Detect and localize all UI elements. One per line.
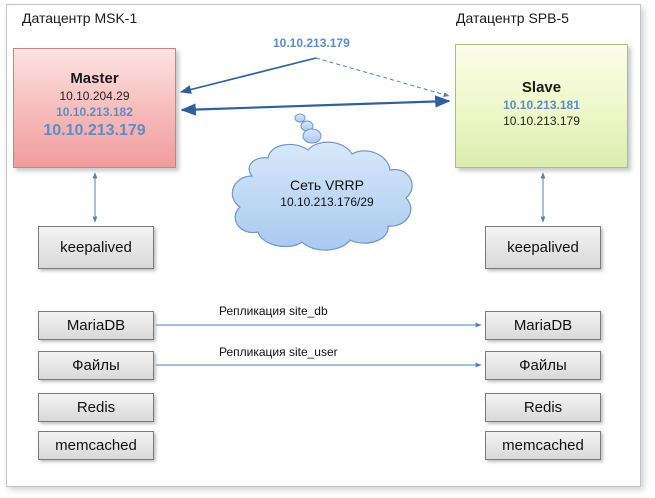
master-title: Master [70, 70, 119, 87]
vip-arrow-to-slave [315, 57, 450, 97]
vip-label: 10.10.213.179 [273, 36, 350, 50]
master-ip-virtual: 10.10.213.179 [43, 122, 146, 139]
vrrp-cloud-label: Сеть VRRP 10.10.213.176/29 [262, 176, 392, 210]
master-slave-link [180, 95, 451, 116]
left-mariadb-box: MariaDB [38, 311, 154, 340]
datacenter-right-label: Датацентр SPB-5 [456, 10, 569, 26]
cloud-title: Сеть VRRP [290, 177, 364, 193]
cloud-bubble-large [302, 128, 322, 144]
slave-node: Slave 10.10.213.181 10.10.213.179 [455, 44, 628, 168]
right-redis-box: Redis [485, 393, 601, 422]
datacenter-left-label: Датацентр MSK-1 [22, 10, 138, 26]
left-files-box: Файлы [38, 351, 154, 380]
replication-db-label: Репликация site_db [219, 304, 328, 318]
master-node: Master 10.10.204.29 10.10.213.182 10.10.… [13, 48, 176, 168]
cloud-subnet: 10.10.213.176/29 [280, 195, 374, 209]
vrrp-cloud-icon [231, 141, 413, 251]
cloud-bubble-small [294, 113, 306, 123]
replication-user-label: Репликация site_user [219, 345, 338, 359]
left-memcached-box: memcached [38, 431, 154, 460]
slave-title: Slave [521, 79, 562, 96]
vip-arrow-to-master [179, 57, 317, 94]
right-files-box: Файлы [485, 351, 601, 380]
master-ip-primary: 10.10.204.29 [59, 89, 130, 103]
right-keepalived-box: keepalived [485, 226, 601, 269]
right-mariadb-box: MariaDB [485, 311, 601, 340]
slave-ip-virtual: 10.10.213.179 [503, 114, 580, 128]
right-memcached-box: memcached [485, 431, 601, 460]
slave-ip-vrrp: 10.10.213.181 [503, 98, 580, 112]
left-keepalived-box: keepalived [38, 226, 154, 269]
left-redis-box: Redis [38, 393, 154, 422]
master-ip-vrrp: 10.10.213.182 [56, 105, 133, 119]
